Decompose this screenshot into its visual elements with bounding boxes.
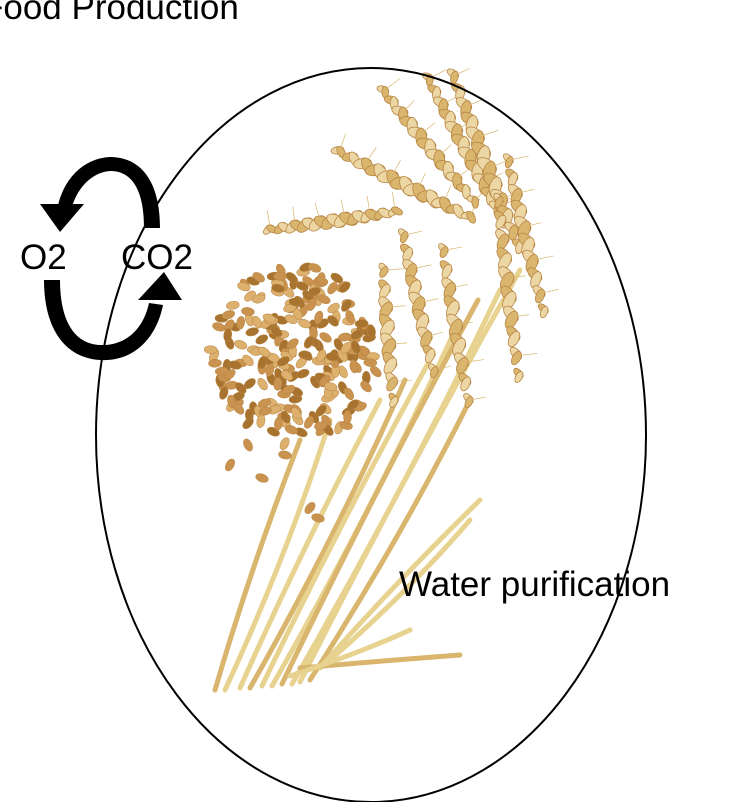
wheat-head	[262, 192, 404, 236]
grain-kernel	[295, 368, 310, 380]
grain-kernel	[226, 300, 240, 310]
grain-kernel	[241, 307, 255, 317]
wheat-head	[437, 242, 486, 409]
grain-kernel	[211, 321, 226, 333]
grain-kernel	[223, 457, 236, 472]
co2-label: CO2	[121, 240, 193, 275]
boundary-ellipse	[96, 68, 646, 802]
grain-kernel	[233, 339, 248, 351]
grain-kernel	[254, 333, 269, 346]
grain-kernel	[278, 450, 292, 460]
wheat-head	[376, 79, 487, 209]
grain-kernel	[303, 500, 317, 515]
grain-kernel	[204, 345, 217, 354]
bottom-arc-arrow	[44, 280, 163, 360]
wheat-awn	[421, 123, 435, 134]
grain-kernel	[278, 436, 291, 451]
wheat-stalk	[300, 270, 520, 682]
wheat-awn	[385, 79, 400, 90]
top-arc-arrow	[58, 157, 160, 228]
grain-kernel	[343, 410, 351, 423]
top-arrow-head	[40, 204, 84, 232]
o2-label: O2	[20, 240, 67, 275]
grain-kernel	[241, 437, 254, 452]
wheat-awn	[403, 101, 414, 112]
wheat-kernel	[471, 196, 478, 208]
grain-kernel	[255, 472, 270, 484]
water-purification-label: Water purification	[399, 567, 670, 602]
food-production-label: Food Production	[0, 0, 239, 25]
